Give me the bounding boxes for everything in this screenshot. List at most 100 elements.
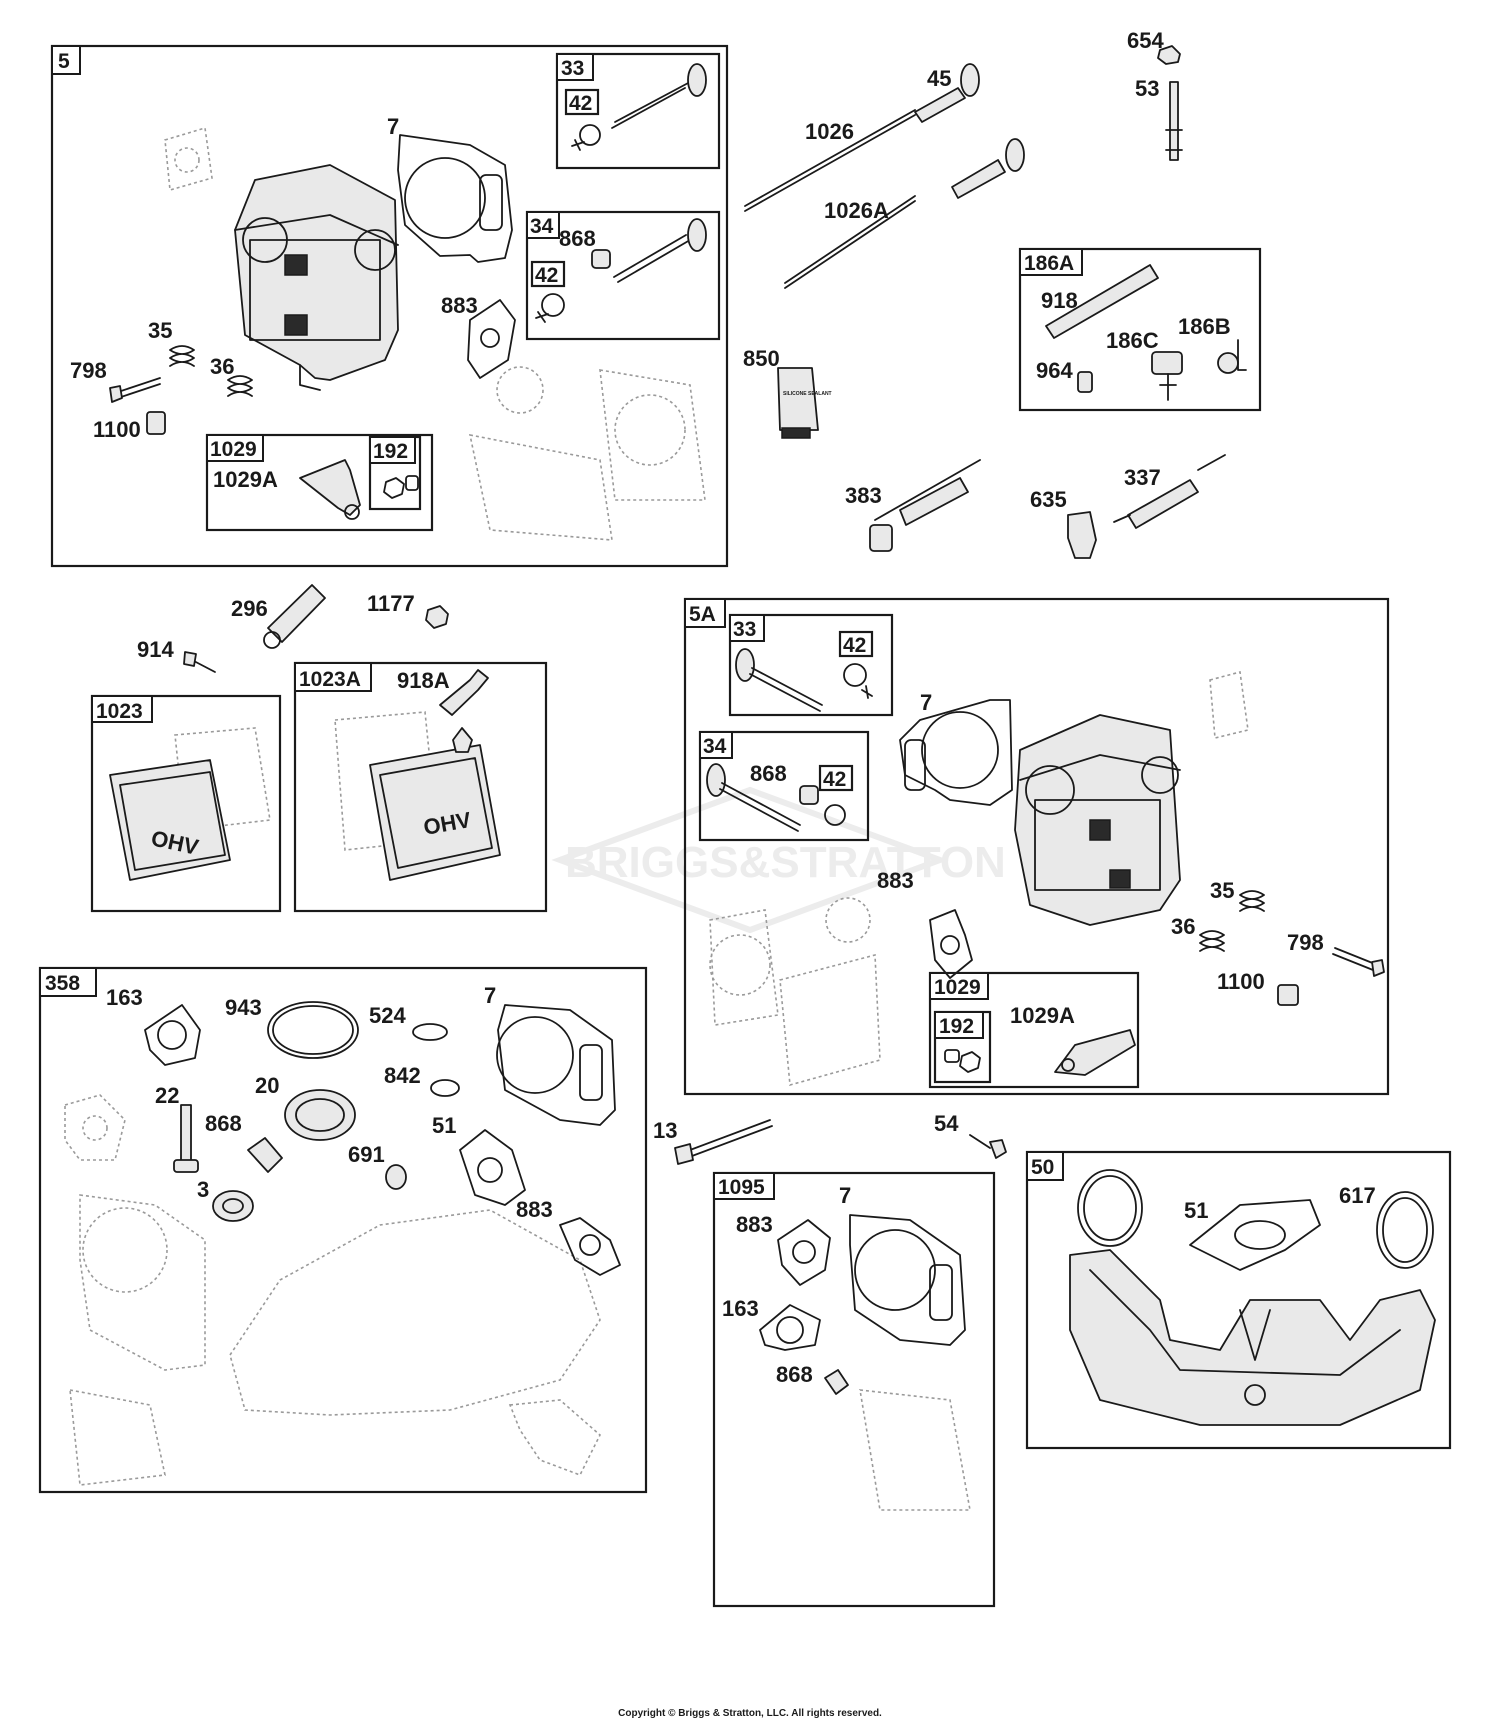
fitting-186B[interactable] xyxy=(1217,339,1247,374)
label-1177[interactable]: 1177 xyxy=(367,591,415,616)
bushing-868-358[interactable] xyxy=(247,1137,283,1173)
valve-lower-free[interactable] xyxy=(951,138,1025,199)
group-34-lower[interactable]: 34 42 xyxy=(698,730,870,842)
label-868-group1095[interactable]: 868 xyxy=(776,1362,813,1387)
seal-3[interactable] xyxy=(212,1190,254,1222)
label-1026[interactable]: 1026 xyxy=(805,119,854,144)
label-3[interactable]: 3 xyxy=(197,1177,209,1202)
pushrod-1026A[interactable] xyxy=(784,195,916,289)
cylinder-head-upper[interactable] xyxy=(234,164,399,391)
oring-524[interactable] xyxy=(412,1023,448,1041)
label-654[interactable]: 654 xyxy=(1127,28,1164,53)
label-1029A-group5A[interactable]: 1029A xyxy=(1010,1003,1075,1028)
label-635[interactable]: 635 xyxy=(1030,487,1067,512)
label-45[interactable]: 45 xyxy=(927,66,951,91)
oring-842[interactable] xyxy=(430,1079,460,1097)
label-524[interactable]: 524 xyxy=(369,1003,406,1028)
gasket-883-358[interactable] xyxy=(559,1217,621,1276)
label-617[interactable]: 617 xyxy=(1339,1183,1376,1208)
valve-cover-1023A[interactable]: OHV xyxy=(334,711,501,881)
label-1026A[interactable]: 1026A xyxy=(824,198,889,223)
group-1029-upper[interactable]: 1029 192 xyxy=(205,433,434,532)
nut-192-upper[interactable] xyxy=(383,475,419,499)
cylinder-head-lower[interactable] xyxy=(1014,714,1181,926)
stud-53[interactable] xyxy=(1165,81,1183,161)
label-868-group5A[interactable]: 868 xyxy=(750,761,787,786)
gasket-883-lower[interactable] xyxy=(929,909,973,979)
rocker-arm-upper[interactable] xyxy=(299,459,361,520)
bolt-798-upper[interactable] xyxy=(109,377,161,403)
breather-tube-918[interactable] xyxy=(1045,264,1159,339)
label-868-group5[interactable]: 868 xyxy=(559,226,596,251)
pushrod-1026[interactable] xyxy=(744,109,916,212)
label-883-group5[interactable]: 883 xyxy=(441,293,478,318)
hose-918A[interactable] xyxy=(439,669,489,716)
stud-22[interactable] xyxy=(173,1104,199,1173)
label-7-group5[interactable]: 7 xyxy=(387,114,399,139)
label-883-group1095[interactable]: 883 xyxy=(736,1212,773,1237)
gasket-51-50[interactable] xyxy=(1189,1199,1321,1271)
gasket-7-358[interactable] xyxy=(496,1004,616,1126)
gasket-163-358[interactable] xyxy=(144,1004,201,1066)
gasket-7-1095[interactable] xyxy=(849,1214,966,1346)
label-1100-group5A[interactable]: 1100 xyxy=(1217,969,1265,994)
springs-upper[interactable] xyxy=(169,345,253,397)
nut-1100-lower[interactable] xyxy=(1277,984,1299,1006)
tool-383[interactable] xyxy=(869,459,981,552)
gasket-163-1095[interactable] xyxy=(759,1304,821,1351)
valve-33-upper[interactable] xyxy=(571,63,707,151)
sealant-tube-850[interactable]: SILICONE SEALANT xyxy=(777,367,832,439)
gasket-51-358[interactable] xyxy=(459,1129,526,1206)
bushing-868-1095[interactable] xyxy=(824,1369,849,1395)
label-13[interactable]: 13 xyxy=(653,1118,677,1143)
label-7-group358[interactable]: 7 xyxy=(484,983,496,1008)
group-358[interactable]: 358 xyxy=(38,966,648,1494)
group-1029-lower[interactable]: 1029 192 xyxy=(928,971,1140,1089)
sleeve-296[interactable] xyxy=(263,584,326,649)
head-gasket-upper[interactable] xyxy=(397,134,513,263)
intake-manifold-50[interactable] xyxy=(1069,1249,1436,1426)
head-gasket-lower[interactable] xyxy=(899,699,1013,806)
label-7-group1095[interactable]: 7 xyxy=(839,1183,851,1208)
label-163-group358[interactable]: 163 xyxy=(106,985,143,1010)
gasket-883-1095[interactable] xyxy=(777,1219,831,1286)
fitting-186C[interactable] xyxy=(1151,351,1183,401)
valve-33-lower[interactable] xyxy=(735,648,873,712)
label-22[interactable]: 22 xyxy=(155,1083,179,1108)
valve-34-upper[interactable] xyxy=(535,218,707,323)
valve-34-lower[interactable] xyxy=(706,763,846,832)
springs-lower[interactable] xyxy=(1199,890,1265,952)
group-33-lower[interactable]: 33 42 xyxy=(728,613,894,717)
bolt-914[interactable] xyxy=(183,651,216,673)
group-33-upper[interactable]: 33 42 xyxy=(555,52,721,170)
nut-1100-upper[interactable] xyxy=(146,411,166,435)
label-850[interactable]: 850 xyxy=(743,346,780,371)
seal-691[interactable] xyxy=(385,1164,407,1190)
label-883-group5A[interactable]: 883 xyxy=(877,868,914,893)
group-5[interactable]: 5 xyxy=(50,44,729,568)
nut-192-lower[interactable] xyxy=(944,1049,981,1073)
label-868-group358[interactable]: 868 xyxy=(205,1111,242,1136)
label-51-group50[interactable]: 51 xyxy=(1184,1198,1208,1223)
label-964[interactable]: 964 xyxy=(1036,358,1073,383)
group-1095[interactable]: 1095 xyxy=(712,1171,996,1608)
plug-964[interactable] xyxy=(1077,371,1093,393)
gasket-ring-617[interactable] xyxy=(1376,1191,1434,1269)
gasket-ring-50-left[interactable] xyxy=(1077,1169,1143,1247)
label-1029A-group5[interactable]: 1029A xyxy=(213,467,278,492)
nut-1177[interactable] xyxy=(425,605,449,629)
label-20[interactable]: 20 xyxy=(255,1073,279,1098)
gasket-883-upper[interactable] xyxy=(467,299,516,379)
valve-cover-1023[interactable]: OHV xyxy=(109,727,271,881)
label-51-group358[interactable]: 51 xyxy=(432,1113,456,1138)
rocker-arm-lower[interactable] xyxy=(1054,1029,1136,1076)
label-36-group5[interactable]: 36 xyxy=(210,354,234,379)
label-1100-group5[interactable]: 1100 xyxy=(93,417,141,442)
bolt-798-lower[interactable] xyxy=(1332,947,1385,977)
label-383[interactable]: 383 xyxy=(845,483,882,508)
group-186A[interactable]: 186A xyxy=(1018,247,1262,412)
label-186B[interactable]: 186B xyxy=(1178,314,1231,339)
label-918A[interactable]: 918A xyxy=(397,668,450,693)
group-5A[interactable]: 5A xyxy=(683,597,1390,1096)
label-53[interactable]: 53 xyxy=(1135,76,1159,101)
